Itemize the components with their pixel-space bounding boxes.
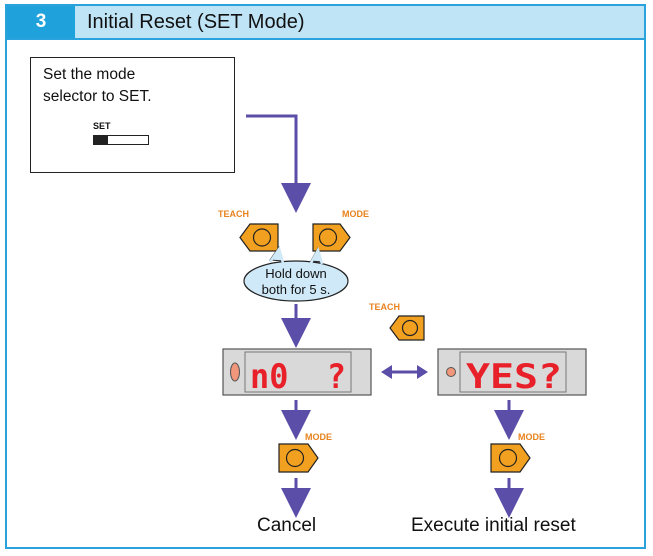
mode-button-cancel-icon[interactable] [278,443,319,473]
mode-selector-note: Set the mode selector to SET. SET [30,57,235,173]
note-line-1: Set the mode [43,66,136,83]
mode-selector-switch [93,135,149,145]
teach-label-small: TEACH [369,302,400,312]
teach-button-icon[interactable] [239,223,279,252]
step-header: 3 Initial Reset (SET Mode) [7,6,644,40]
display-right-text: YES? [466,357,562,397]
teach-button-small-icon[interactable] [389,315,425,341]
callout-line-2: both for 5 s. [262,282,331,297]
note-text: Set the mode selector to SET. [43,64,223,108]
outcome-execute: Execute initial reset [411,515,576,536]
step-title: Initial Reset (SET Mode) [87,11,305,33]
switch-set-label: SET [93,121,111,131]
switch-knob [94,136,108,144]
diagram-frame: 3 Initial Reset (SET Mode) [5,4,646,549]
display-right [437,348,587,396]
teach-label: TEACH [218,209,249,219]
display-left-text: n0 ? [250,357,346,397]
mode-label: MODE [342,209,369,219]
mode-button-execute-icon[interactable] [490,443,531,473]
display-left [222,348,372,396]
outcome-cancel: Cancel [257,515,317,536]
mode-label-cancel: MODE [305,432,332,442]
mode-label-execute: MODE [518,432,545,442]
hold-callout [243,245,349,302]
toggle-double-arrow [381,365,428,379]
note-line-2: selector to SET. [43,88,152,105]
callout-line-1: Hold down [265,266,326,281]
flow-arrow-top [246,114,311,213]
mode-button-icon[interactable] [312,223,351,252]
step-number-badge: 3 [7,6,75,38]
